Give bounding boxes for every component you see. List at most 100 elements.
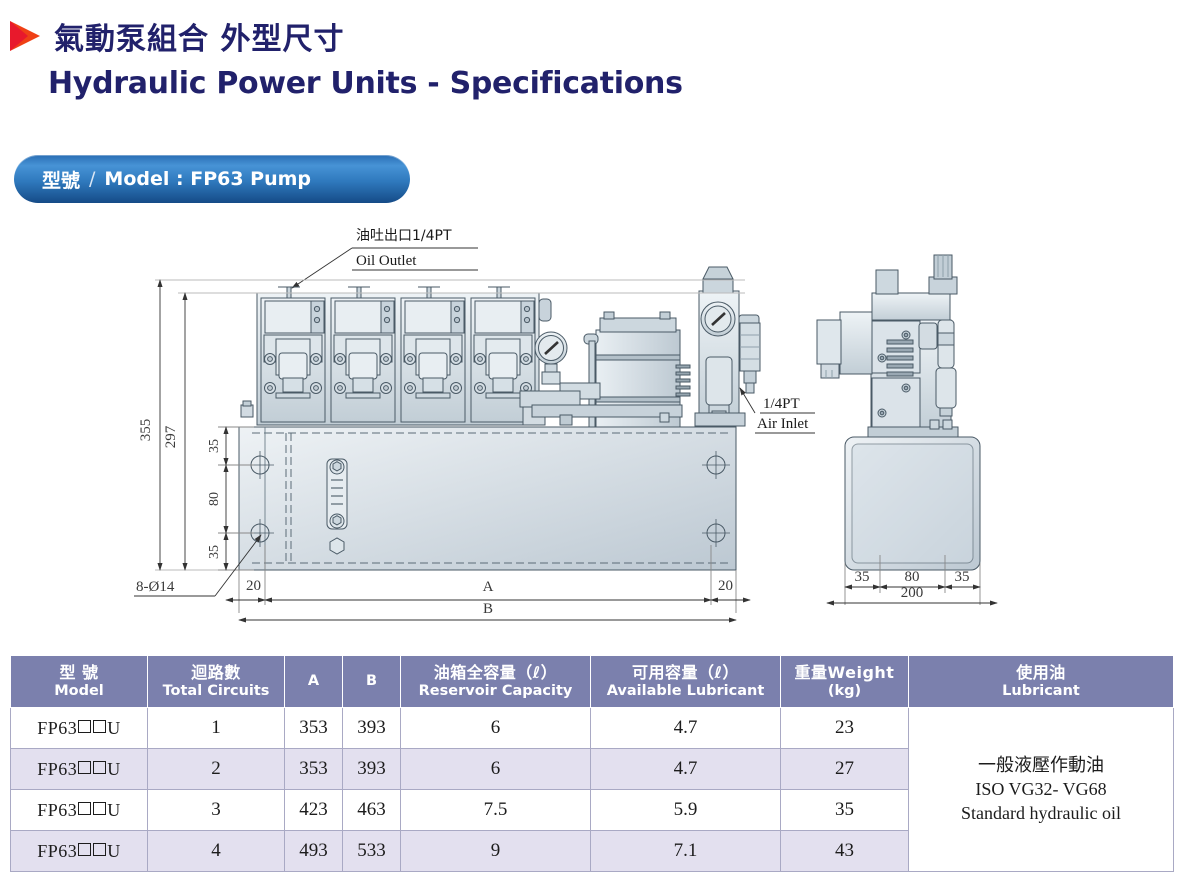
col-header-available: 可用容量（ℓ） Available Lubricant [590, 654, 781, 709]
col-header-circuits-cn: 迴路數 [191, 663, 241, 682]
cell-weight: 35 [780, 789, 909, 832]
cell-available: 5.9 [590, 789, 781, 832]
model-placeholder-box [93, 760, 107, 774]
col-header-weight-cn: 重量Weight [794, 663, 895, 682]
model-badge: 型號 / Model : FP63 Pump [14, 155, 410, 203]
cell-a: 493 [284, 830, 343, 872]
dim-side-right-35: 35 [955, 569, 970, 585]
dim-B: B [483, 601, 493, 617]
dim-side-200: 200 [901, 585, 924, 601]
cell-b: 393 [342, 748, 401, 791]
cell-reservoir: 6 [400, 707, 591, 750]
cell-a: 423 [284, 789, 343, 832]
col-header-model-en: Model [54, 682, 104, 699]
model-prefix: FP63 [37, 758, 78, 779]
model-placeholder-box [93, 801, 107, 815]
oil-reservoir-front [238, 426, 737, 571]
lubricant-line-1: 一般液壓作動油 [978, 755, 1104, 776]
air-filter-regulator [694, 266, 761, 427]
air-inlet-label-en: Air Inlet [757, 416, 809, 432]
table-header-row: 型 號 Model 迴路數 Total Circuits A B 油箱全容量（ℓ… [10, 654, 1174, 709]
cell-weight: 23 [780, 707, 909, 750]
cell-reservoir: 6 [400, 748, 591, 791]
valve-manifold-assembly [256, 286, 552, 426]
oil-outlet-label-cn: 油吐出口1/4PT [356, 228, 452, 244]
model-badge-cn: 型號 [42, 169, 81, 192]
col-header-model: 型 號 Model [10, 654, 148, 709]
air-inlet-callout: 1/4PT Air Inlet [739, 387, 815, 434]
specifications-table: 型 號 Model 迴路數 Total Circuits A B 油箱全容量（ℓ… [10, 654, 1174, 872]
model-placeholder-box [93, 719, 107, 733]
page-title-cn: 氣動泵組合 外型尺寸 [54, 22, 345, 57]
model-suffix: U [107, 717, 121, 738]
col-header-a-label: A [307, 672, 320, 689]
left-bracket [240, 400, 254, 418]
model-prefix: FP63 [37, 799, 78, 820]
col-header-lubricant-cn: 使用油 [1016, 663, 1066, 682]
dim-mid-80: 80 [207, 492, 222, 506]
oil-outlet-callout: 油吐出口1/4PT Oil Outlet [291, 228, 478, 289]
cell-b: 533 [342, 830, 401, 872]
model-placeholder-box [78, 801, 92, 815]
pressure-gauge [534, 331, 568, 385]
side-view-dimensions: 35 80 35 200 [826, 555, 998, 606]
pump-body [519, 311, 691, 428]
col-header-available-en: Available Lubricant [606, 682, 765, 699]
col-header-reservoir: 油箱全容量（ℓ） Reservoir Capacity [400, 654, 591, 709]
dim-bottom-35: 35 [207, 545, 222, 559]
model-suffix: U [107, 758, 121, 779]
cell-model: FP63 U [10, 748, 148, 791]
cell-lubricant: 一般液壓作動油 ISO VG32- VG68 Standard hydrauli… [908, 707, 1174, 872]
dim-top-35: 35 [207, 439, 222, 453]
model-prefix: FP63 [37, 840, 78, 861]
col-header-available-cn: 可用容量（ℓ） [631, 663, 740, 682]
dim-355: 355 [138, 419, 154, 442]
cell-available: 4.7 [590, 707, 781, 750]
model-placeholder-box [78, 719, 92, 733]
dim-A: A [483, 579, 494, 595]
col-header-weight-en: (kg) [827, 682, 862, 699]
col-header-weight: 重量Weight (kg) [780, 654, 909, 709]
cell-model: FP63 U [10, 707, 148, 750]
valve-module [330, 286, 396, 423]
cell-b: 393 [342, 707, 401, 750]
cell-available: 4.7 [590, 748, 781, 791]
col-header-model-cn: 型 號 [59, 663, 99, 682]
page-title-en: Hydraulic Power Units - Specifications [48, 66, 683, 101]
model-placeholder-box [93, 842, 107, 856]
cell-reservoir: 7.5 [400, 789, 591, 832]
col-header-circuits-en: Total Circuits [162, 682, 270, 699]
valve-module [400, 286, 466, 423]
cell-circuits: 3 [147, 789, 285, 832]
cell-circuits: 1 [147, 707, 285, 750]
cell-b: 463 [342, 789, 401, 832]
model-badge-en: Model : FP63 Pump [104, 168, 312, 190]
col-header-b: B [342, 654, 401, 709]
hole-note-label: 8-Ø14 [136, 579, 175, 595]
cell-available: 7.1 [590, 830, 781, 872]
lubricant-line-2: ISO VG32- VG68 [975, 778, 1107, 799]
model-prefix: FP63 [37, 717, 78, 738]
dim-side-left-35: 35 [855, 569, 870, 585]
model-suffix: U [107, 840, 121, 861]
cell-model: FP63 U [10, 830, 148, 872]
cell-a: 353 [284, 748, 343, 791]
model-suffix: U [107, 799, 121, 820]
cell-model: FP63 U [10, 789, 148, 832]
model-placeholder-box [78, 842, 92, 856]
drawing-svg: 油吐出口1/4PT Oil Outlet [134, 228, 998, 623]
cell-weight: 27 [780, 748, 909, 791]
col-header-b-label: B [365, 672, 378, 689]
col-header-circuits: 迴路數 Total Circuits [147, 654, 285, 709]
dim-297: 297 [163, 425, 179, 448]
cell-circuits: 4 [147, 830, 285, 872]
model-badge-separator: / [89, 168, 96, 190]
dim-right-20: 20 [718, 578, 733, 594]
mounting-hole [702, 451, 730, 479]
col-header-lubricant-en: Lubricant [1002, 682, 1080, 699]
drain-plug-icon [329, 537, 345, 555]
dim-left-20: 20 [246, 578, 261, 594]
